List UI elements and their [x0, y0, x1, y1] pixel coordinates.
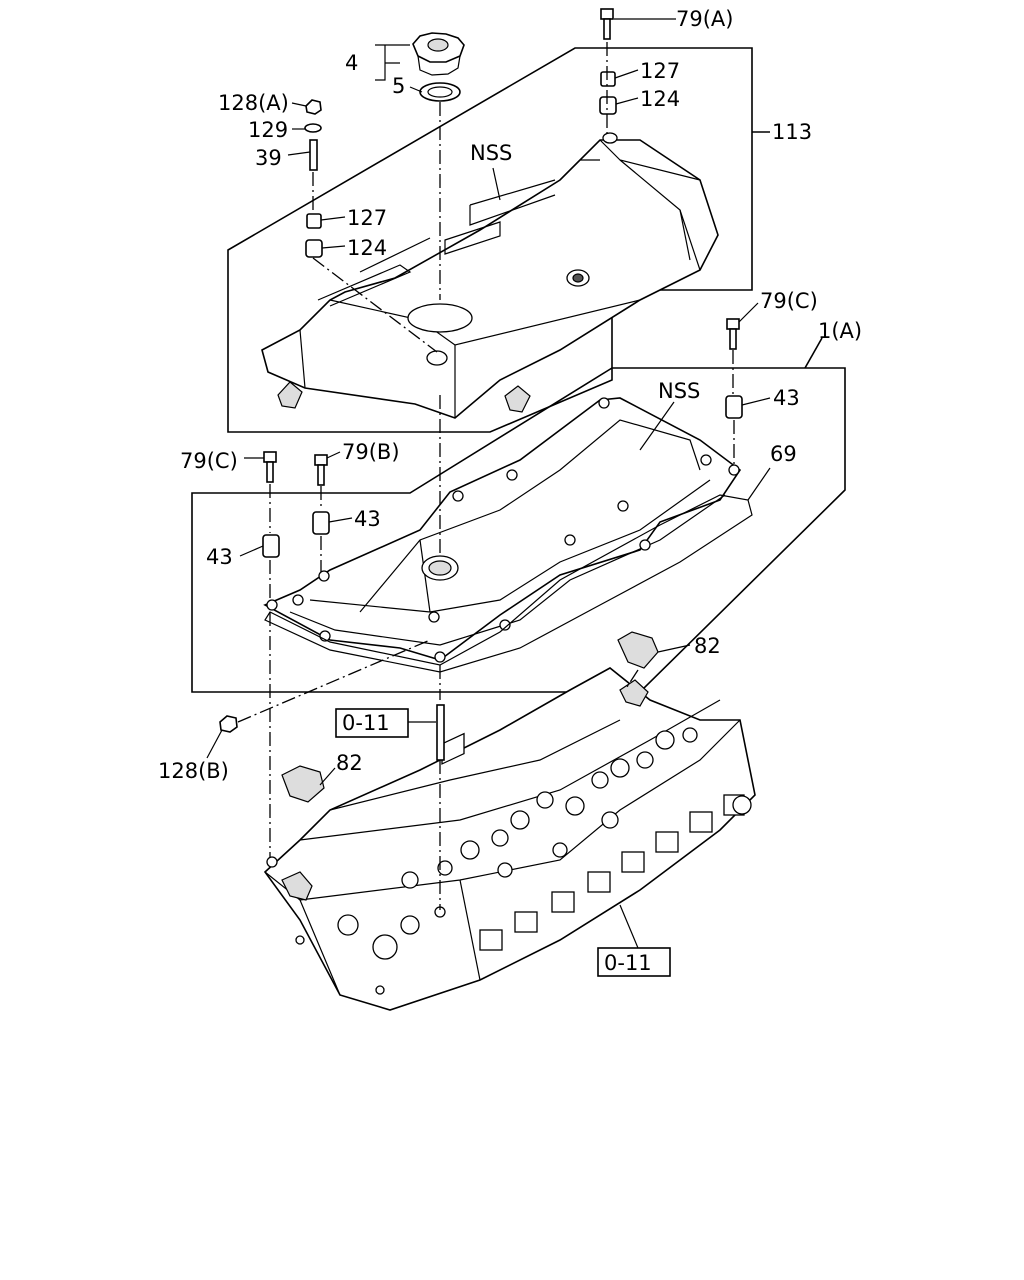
label-43-left: 43 [206, 545, 233, 569]
collar-icon [600, 71, 616, 87]
label-43-right: 43 [773, 386, 800, 410]
callout-box-0-11-top [335, 708, 409, 738]
grommet-icon [599, 96, 617, 115]
rubber-plug-icon [617, 631, 659, 669]
stud-icon [309, 139, 318, 171]
stud-0-11 [436, 704, 445, 761]
group-outline-113 [227, 47, 753, 433]
label-79b: 79(B) [342, 440, 400, 464]
label-69: 69 [770, 442, 797, 466]
bolt-79c-left [263, 451, 277, 463]
label-4: 4 [345, 51, 358, 75]
cylinder-head-icon [263, 667, 756, 1011]
callout-labels: 79(A) 4 5 127 124 128(A) 129 39 113 NSS … [158, 7, 862, 977]
label-79c-right: 79(C) [760, 289, 818, 313]
label-129: 129 [248, 118, 288, 142]
leader-lines [206, 18, 771, 949]
label-128b: 128(B) [158, 759, 229, 783]
callout-box-0-11-bottom [597, 947, 671, 977]
cylinder-head-valve-holes [266, 727, 752, 995]
filler-opening [407, 303, 473, 333]
upper-cover [261, 132, 719, 419]
washer-icon [304, 123, 322, 133]
collar-43-mid [312, 511, 330, 535]
oil-filler-cap [412, 32, 465, 76]
label-79c-left: 79(C) [180, 449, 238, 473]
label-79a: 79(A) [676, 7, 733, 31]
label-nss-top: NSS [470, 141, 512, 165]
o-ring [419, 82, 461, 102]
label-82-left: 82 [336, 751, 363, 775]
collar-43-right [725, 395, 743, 419]
group-outline-1a [191, 367, 846, 693]
label-5: 5 [392, 74, 405, 98]
label-113: 113 [772, 120, 812, 144]
cover-icon [261, 139, 719, 419]
bolt-79a [600, 8, 614, 40]
collar-127-left [306, 213, 322, 229]
o-ring-icon [419, 82, 461, 102]
label-43-mid: 43 [354, 507, 381, 531]
label-1a: 1(A) [818, 319, 862, 343]
label-128a: 128(A) [218, 91, 289, 115]
label-nss-mid: NSS [658, 379, 700, 403]
bolt-icon [600, 8, 614, 20]
cover-bolt-holes [266, 397, 740, 663]
nut-128b [219, 715, 238, 733]
label-124-top: 124 [640, 87, 680, 111]
label-0-11-top: 0-11 [342, 711, 390, 735]
gasket-icon [264, 494, 753, 673]
label-127-left: 127 [347, 206, 387, 230]
nut-icon [305, 99, 322, 115]
grommet-124-left [305, 239, 323, 258]
bolt-79c-right [726, 318, 740, 330]
label-127-top: 127 [640, 59, 680, 83]
label-0-11-bottom: 0-11 [604, 951, 652, 975]
cylinder-head [263, 667, 756, 1011]
rubber-plug-82-left [281, 765, 325, 803]
collar-43-left [262, 534, 280, 558]
label-82-right: 82 [694, 634, 721, 658]
head-cover [263, 397, 742, 663]
bolt-79b [314, 454, 328, 466]
label-39: 39 [255, 146, 282, 170]
assembly-centerlines [237, 42, 735, 910]
label-124-left: 124 [347, 236, 387, 260]
